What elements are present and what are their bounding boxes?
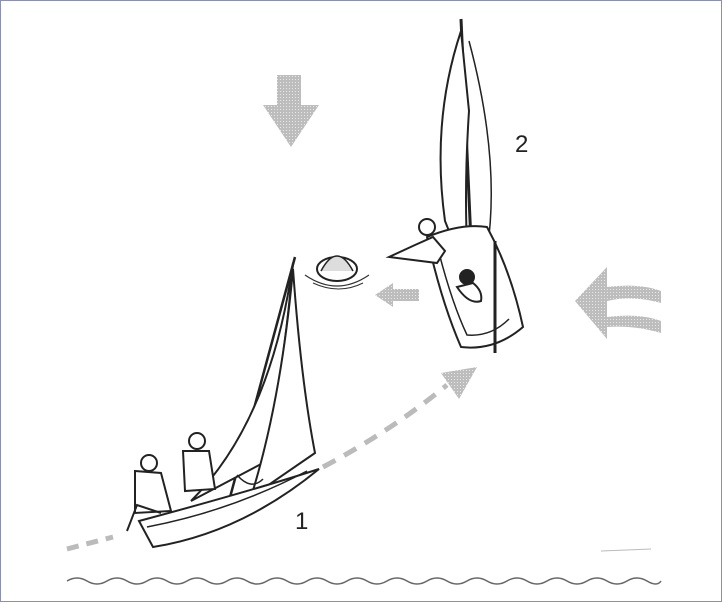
buoy-icon [305,256,369,289]
boat-2-label: 2 [515,131,528,159]
boat-2 [389,19,523,353]
wind-arrow-icon [263,75,319,147]
boat-1-label: 1 [295,508,308,536]
approach-arrow-icon [375,283,419,307]
current-arrow-icon [575,267,661,339]
water-surface [67,578,661,584]
boat-1 [127,257,319,547]
